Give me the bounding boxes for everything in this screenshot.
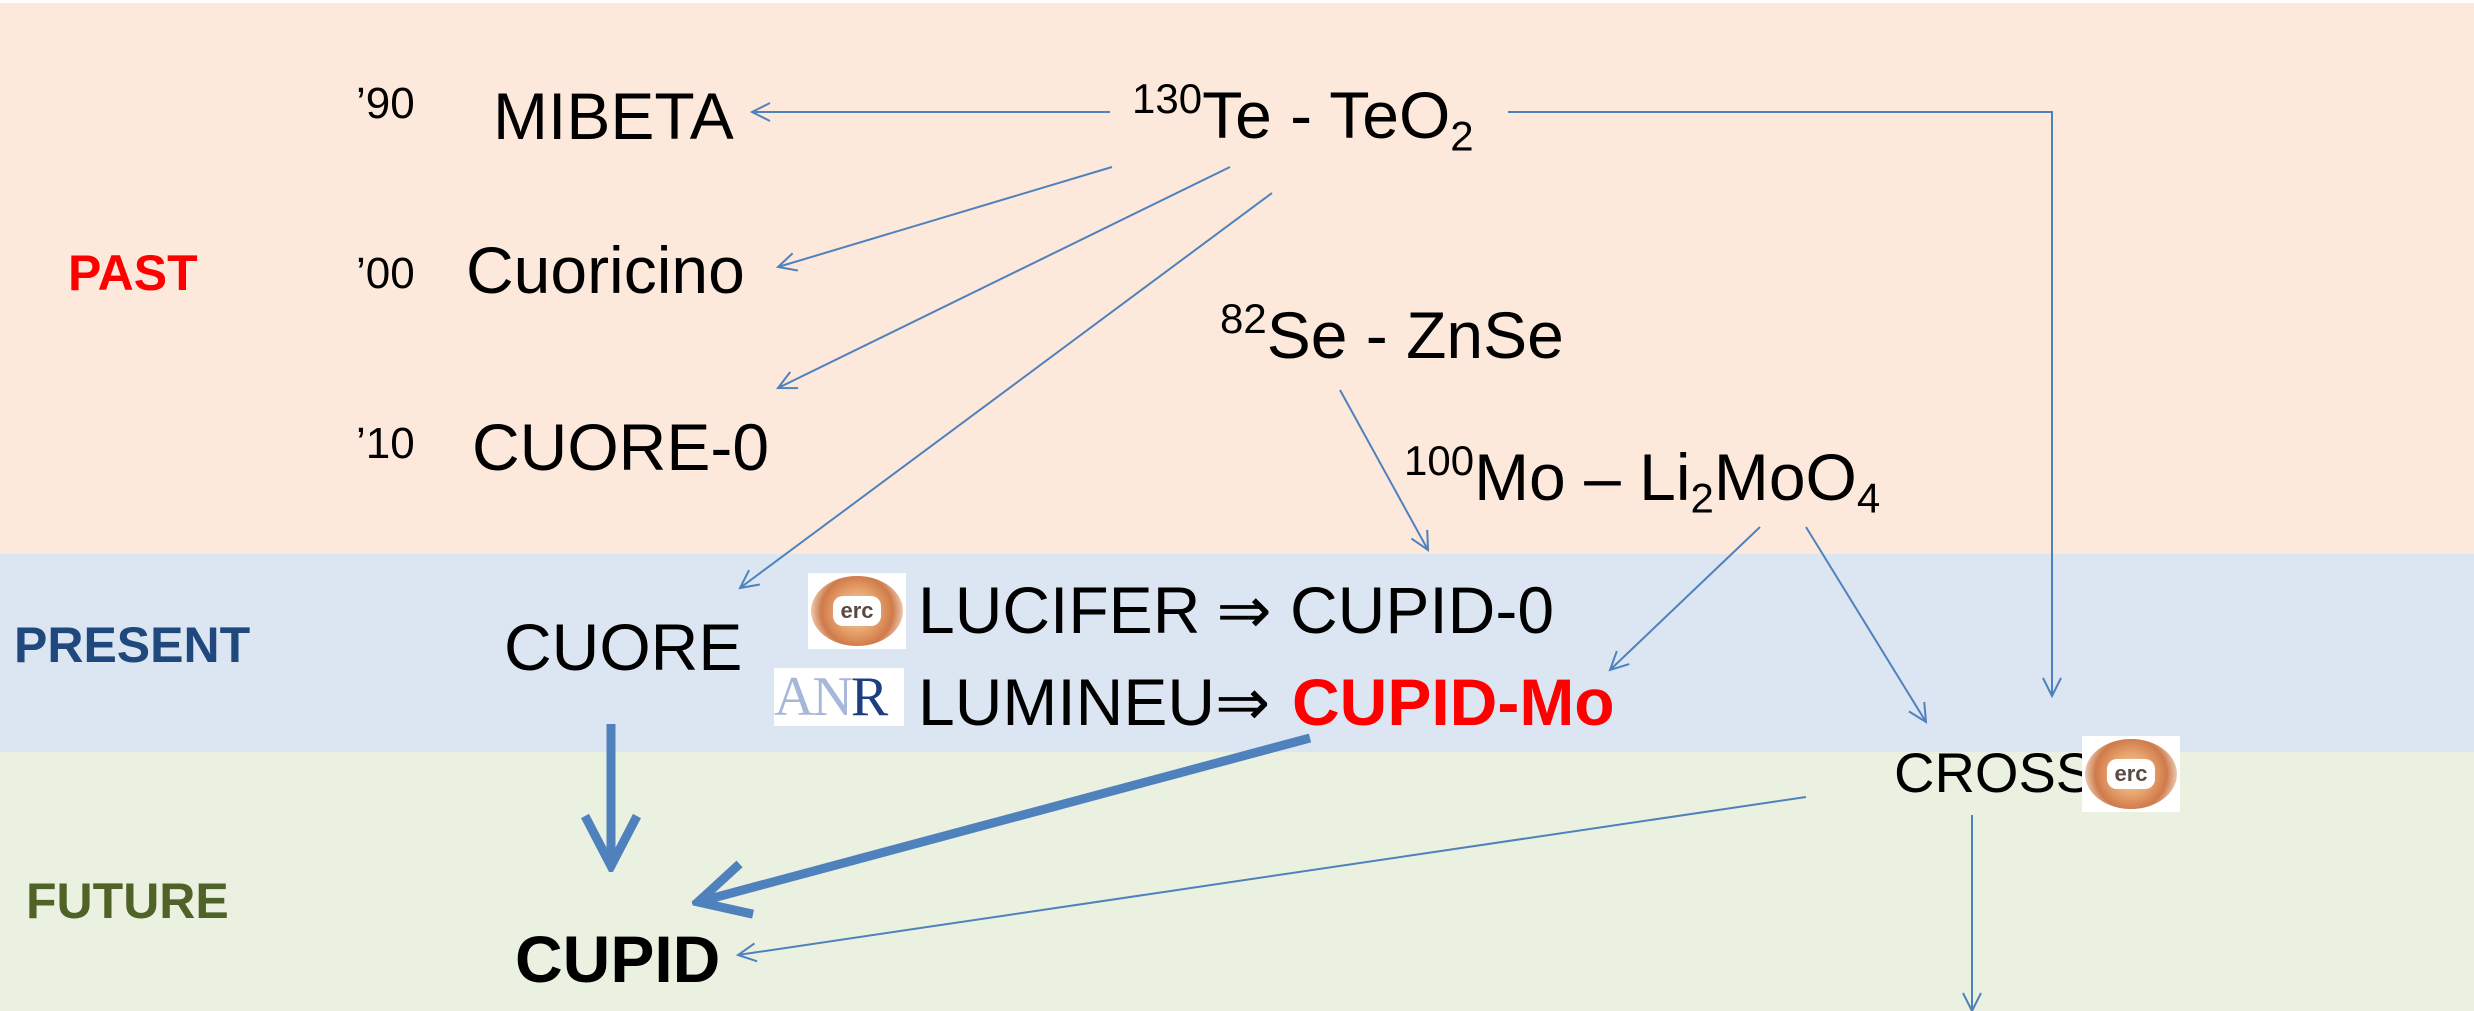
experiment-cupid-mo: CUPID-Mo	[1292, 665, 1615, 739]
isotope-mo100-prefix: Mo – Li	[1474, 440, 1691, 514]
isotope-se82-mass: 82	[1220, 294, 1267, 342]
experiment-cupid0: CUPID-0	[1290, 573, 1555, 647]
erc-logo-mark: erc	[2107, 759, 2155, 789]
isotope-mo100-mass: 100	[1404, 436, 1475, 484]
implies-arrow-lumineu: ⇒	[1215, 665, 1271, 739]
isotope-mo100: 100Mo – Li2MoO4	[1404, 439, 1880, 519]
arrow-mo-cross	[1805, 526, 1926, 722]
isotope-mo100-sub2: 4	[1856, 474, 1881, 522]
erc-logo-disc: erc	[2085, 739, 2177, 809]
experiment-lucifer: LUCIFER	[918, 573, 1201, 647]
experiment-cuore: CUORE	[504, 610, 743, 684]
present-band	[0, 554, 2474, 752]
era-label-future: FUTURE	[26, 873, 229, 929]
isotope-te130-element: Te - TeO	[1202, 78, 1451, 152]
isotope-te130-mass: 130	[1132, 74, 1203, 122]
arrow-cupidmo-cupid	[698, 733, 1312, 902]
isotope-mo100-sub1: 2	[1690, 474, 1714, 522]
experiment-cuoricino: Cuoricino	[466, 233, 745, 307]
year-00: ’00	[356, 249, 415, 298]
erc-logo-mark: erc	[833, 596, 881, 626]
arrow-cross-cupid	[738, 796, 1807, 955]
year-10: ’10	[356, 419, 415, 468]
implies-arrow-lucifer: ⇒	[1216, 573, 1272, 647]
erc-logo-icon: erc	[2082, 736, 2180, 812]
lumineu-row: LUMINEU⇒	[918, 669, 1270, 735]
experiment-mibeta: MIBETA	[493, 79, 734, 153]
arrow-te-cuore	[740, 192, 1273, 588]
anr-letter-n: N	[812, 666, 852, 728]
arrow-se-cupid0	[1339, 389, 1428, 550]
erc-logo-disc: erc	[811, 576, 903, 646]
experiment-cuore0: CUORE-0	[472, 410, 770, 484]
arrow-mo-cupidmo	[1610, 526, 1761, 670]
anr-logo-icon: ANR	[774, 668, 904, 726]
era-label-past: PAST	[68, 245, 198, 301]
past-band	[0, 3, 2474, 554]
isotope-se82: 82Se - ZnSe	[1220, 297, 1564, 368]
arrow-te-cuoricino	[778, 166, 1113, 267]
lucifer-row: LUCIFER⇒	[918, 577, 1272, 643]
isotope-te130: 130Te - TeO2	[1132, 77, 1474, 157]
arrow-te-cross	[1508, 111, 2052, 696]
experiment-cupid: CUPID	[515, 922, 721, 996]
experiment-cross: CROSS	[1894, 741, 2094, 804]
era-label-present: PRESENT	[14, 617, 251, 673]
isotope-se82-element: Se - ZnSe	[1266, 298, 1564, 372]
experiment-lumineu: LUMINEU	[918, 665, 1216, 739]
erc-logo-icon: erc	[808, 573, 906, 649]
anr-letter-a: A	[774, 666, 814, 728]
isotope-mo100-mid: MoO	[1713, 440, 1857, 514]
arrow-te-cuore0	[778, 166, 1231, 388]
anr-letter-r: R	[850, 666, 888, 728]
year-90: ’90	[356, 79, 415, 128]
isotope-te130-sub: 2	[1450, 112, 1474, 160]
